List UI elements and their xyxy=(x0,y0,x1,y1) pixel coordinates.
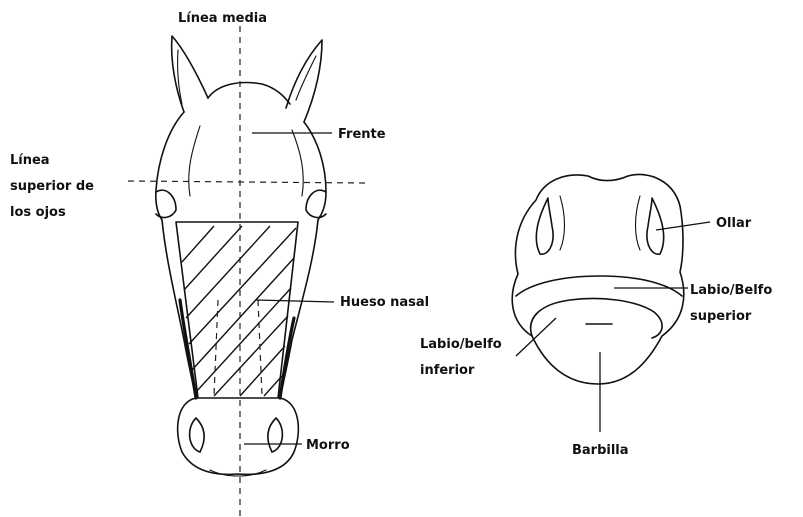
labio-inferior-leader xyxy=(516,318,556,356)
head-right-outline xyxy=(304,122,326,220)
forehead-right-contour xyxy=(292,130,303,196)
hueso-nasal-leader xyxy=(256,300,334,302)
muzzle-view xyxy=(512,174,684,384)
label-frente: Frente xyxy=(338,127,386,142)
right-eye xyxy=(306,190,326,217)
right-nostril xyxy=(268,418,282,452)
forehead-outline xyxy=(208,83,290,104)
upper-lip-outline xyxy=(516,276,682,296)
left-ear xyxy=(172,36,208,112)
muzzle-view-outline xyxy=(512,174,684,384)
right-nostril-fold xyxy=(636,196,641,250)
label-labio-superior-line2: superior xyxy=(690,309,752,324)
eye-line-dashed xyxy=(128,181,366,183)
forehead-left-contour xyxy=(189,126,200,196)
label-labio-inferior-line1: Labio/belfo xyxy=(420,337,502,352)
horse-head-front-view xyxy=(156,36,326,476)
left-nostril-opening xyxy=(536,198,553,254)
label-linea-superior-line1: Línea xyxy=(10,153,50,168)
label-linea-media: Línea media xyxy=(178,11,267,26)
muzzle-outline xyxy=(178,398,299,474)
label-hueso-nasal: Hueso nasal xyxy=(340,295,429,310)
label-ollar: Ollar xyxy=(716,216,752,231)
label-linea-superior-line2: superior de xyxy=(10,179,94,194)
label-barbilla: Barbilla xyxy=(572,443,629,458)
left-nostril-fold xyxy=(560,196,565,250)
muzzle-lower-lip xyxy=(210,470,266,476)
nasal-bone-hatching xyxy=(182,226,296,396)
label-labio-superior-line1: Labio/Belfo xyxy=(690,283,772,298)
head-left-outline xyxy=(156,112,184,220)
right-nostril-opening xyxy=(647,198,664,254)
lower-lip-outline xyxy=(531,299,662,339)
label-morro: Morro xyxy=(306,438,350,453)
label-labio-inferior-line2: inferior xyxy=(420,363,475,378)
label-linea-superior-line3: los ojos xyxy=(10,205,66,220)
left-nostril xyxy=(190,418,204,452)
